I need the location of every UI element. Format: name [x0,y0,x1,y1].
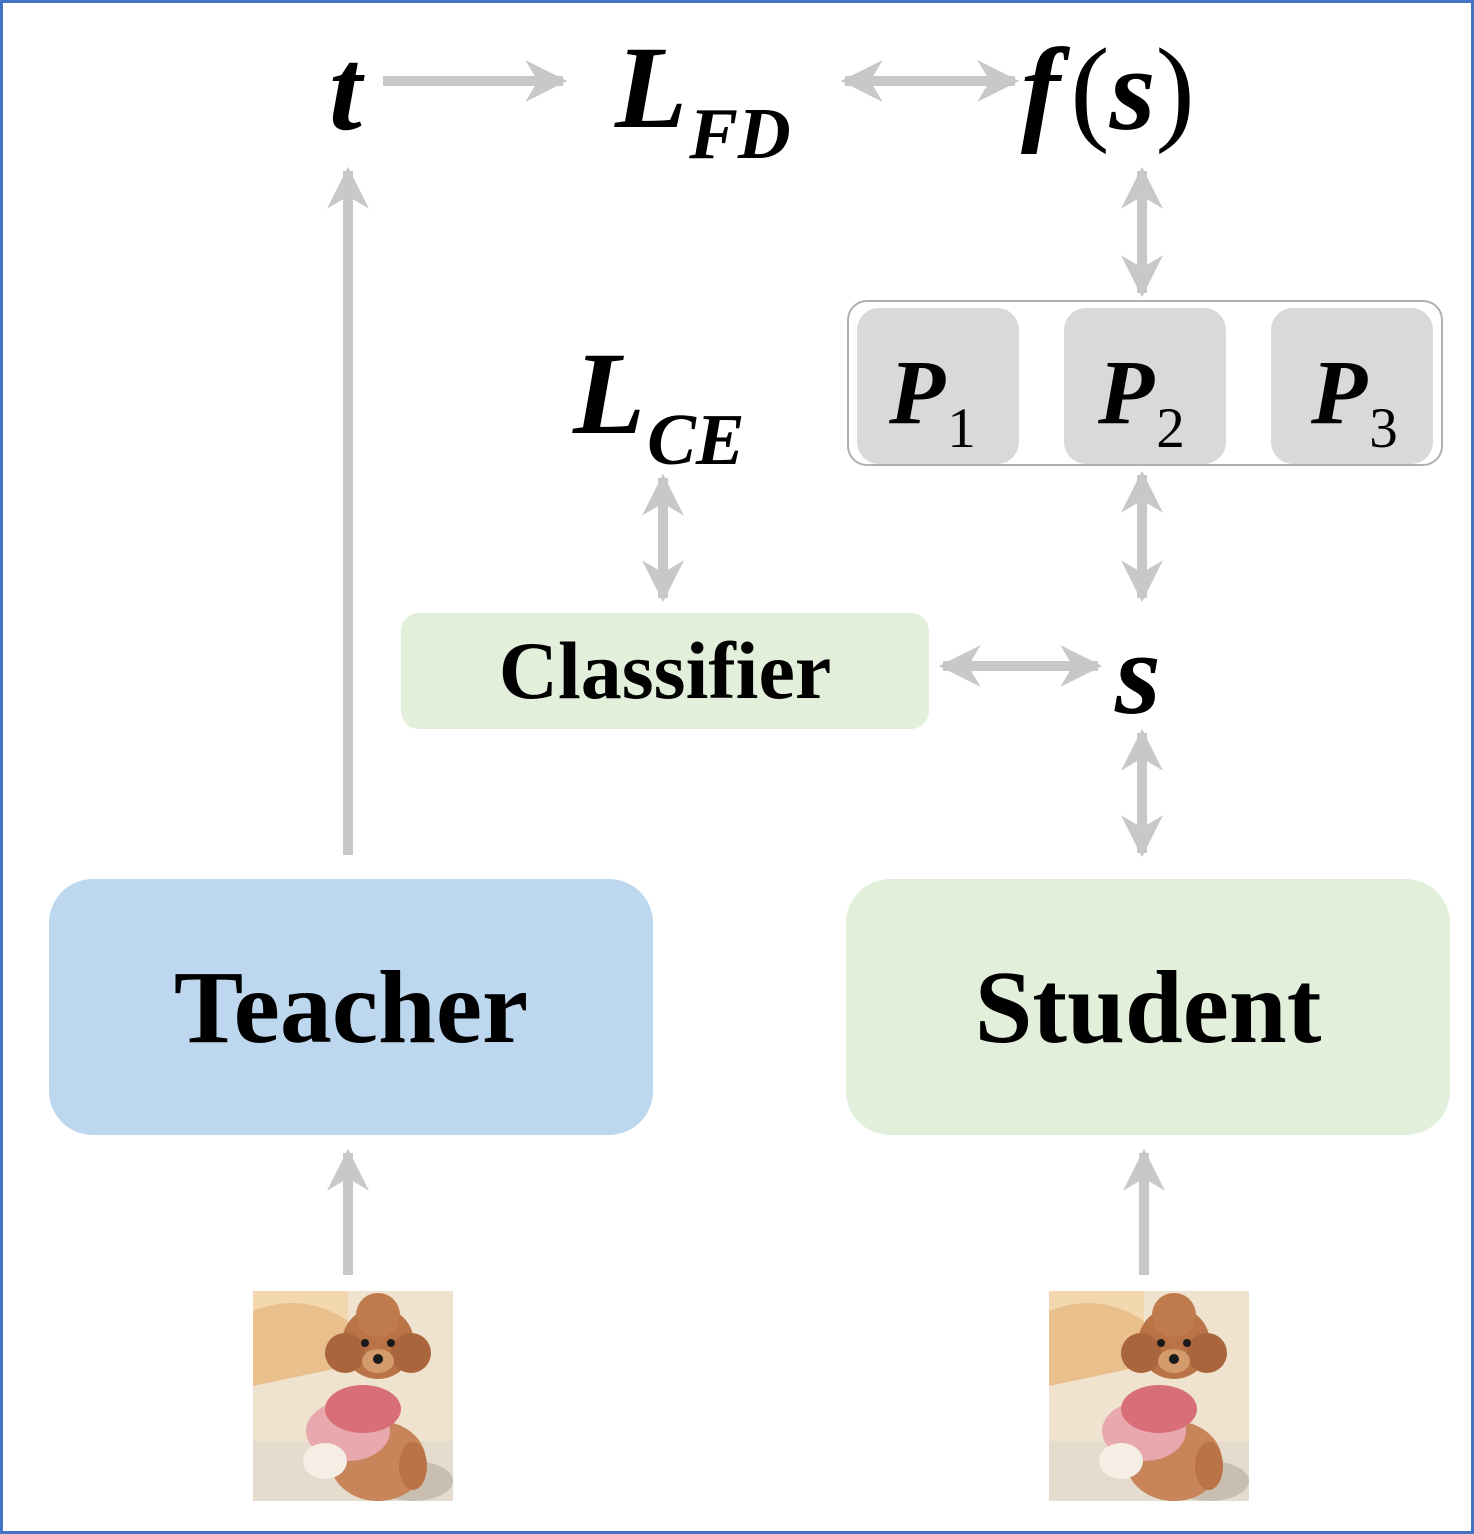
teacher-box: Teacher [49,879,653,1135]
loss-ce-subscript: CE [647,398,745,480]
student-box: Student [846,879,1450,1135]
projector-3-index: 3 [1369,396,1398,460]
projector-1-label: P1 [889,346,976,457]
projector-3-label: P3 [1311,346,1398,457]
projector-2-letter: P [1098,341,1155,443]
f-letter: f [1021,24,1061,155]
projector-1-letter: P [889,341,946,443]
projector-1: P1 [857,308,1019,464]
loss-fd-letter: L [615,22,688,153]
loss-fd: LFD [615,29,791,170]
f-argument: s [1109,24,1156,155]
projector-2-label: P2 [1098,346,1185,457]
student-label: Student [974,949,1322,1065]
teacher-label: Teacher [173,949,529,1065]
loss-fd-subscript: FD [689,92,791,174]
projector-2-index: 2 [1156,396,1185,460]
classifier-box: Classifier [401,613,929,729]
loss-ce: LCE [573,335,745,476]
f-close-paren: ) [1155,24,1195,155]
teacher-input-image [253,1291,453,1501]
projector-3-letter: P [1311,341,1368,443]
projector-1-index: 1 [947,396,976,460]
projector-2: P2 [1064,308,1226,464]
student-input-image [1049,1291,1249,1501]
teacher-feature-t: t [329,24,362,155]
arrow-layer [327,60,1165,1275]
loss-ce-letter: L [573,328,646,459]
student-feature-s: s [1115,608,1161,739]
f-open-paren: ( [1070,24,1110,155]
projected-student-feature: f(s) [1021,31,1195,149]
projector-3: P3 [1271,308,1433,464]
classifier-label: Classifier [498,625,832,716]
